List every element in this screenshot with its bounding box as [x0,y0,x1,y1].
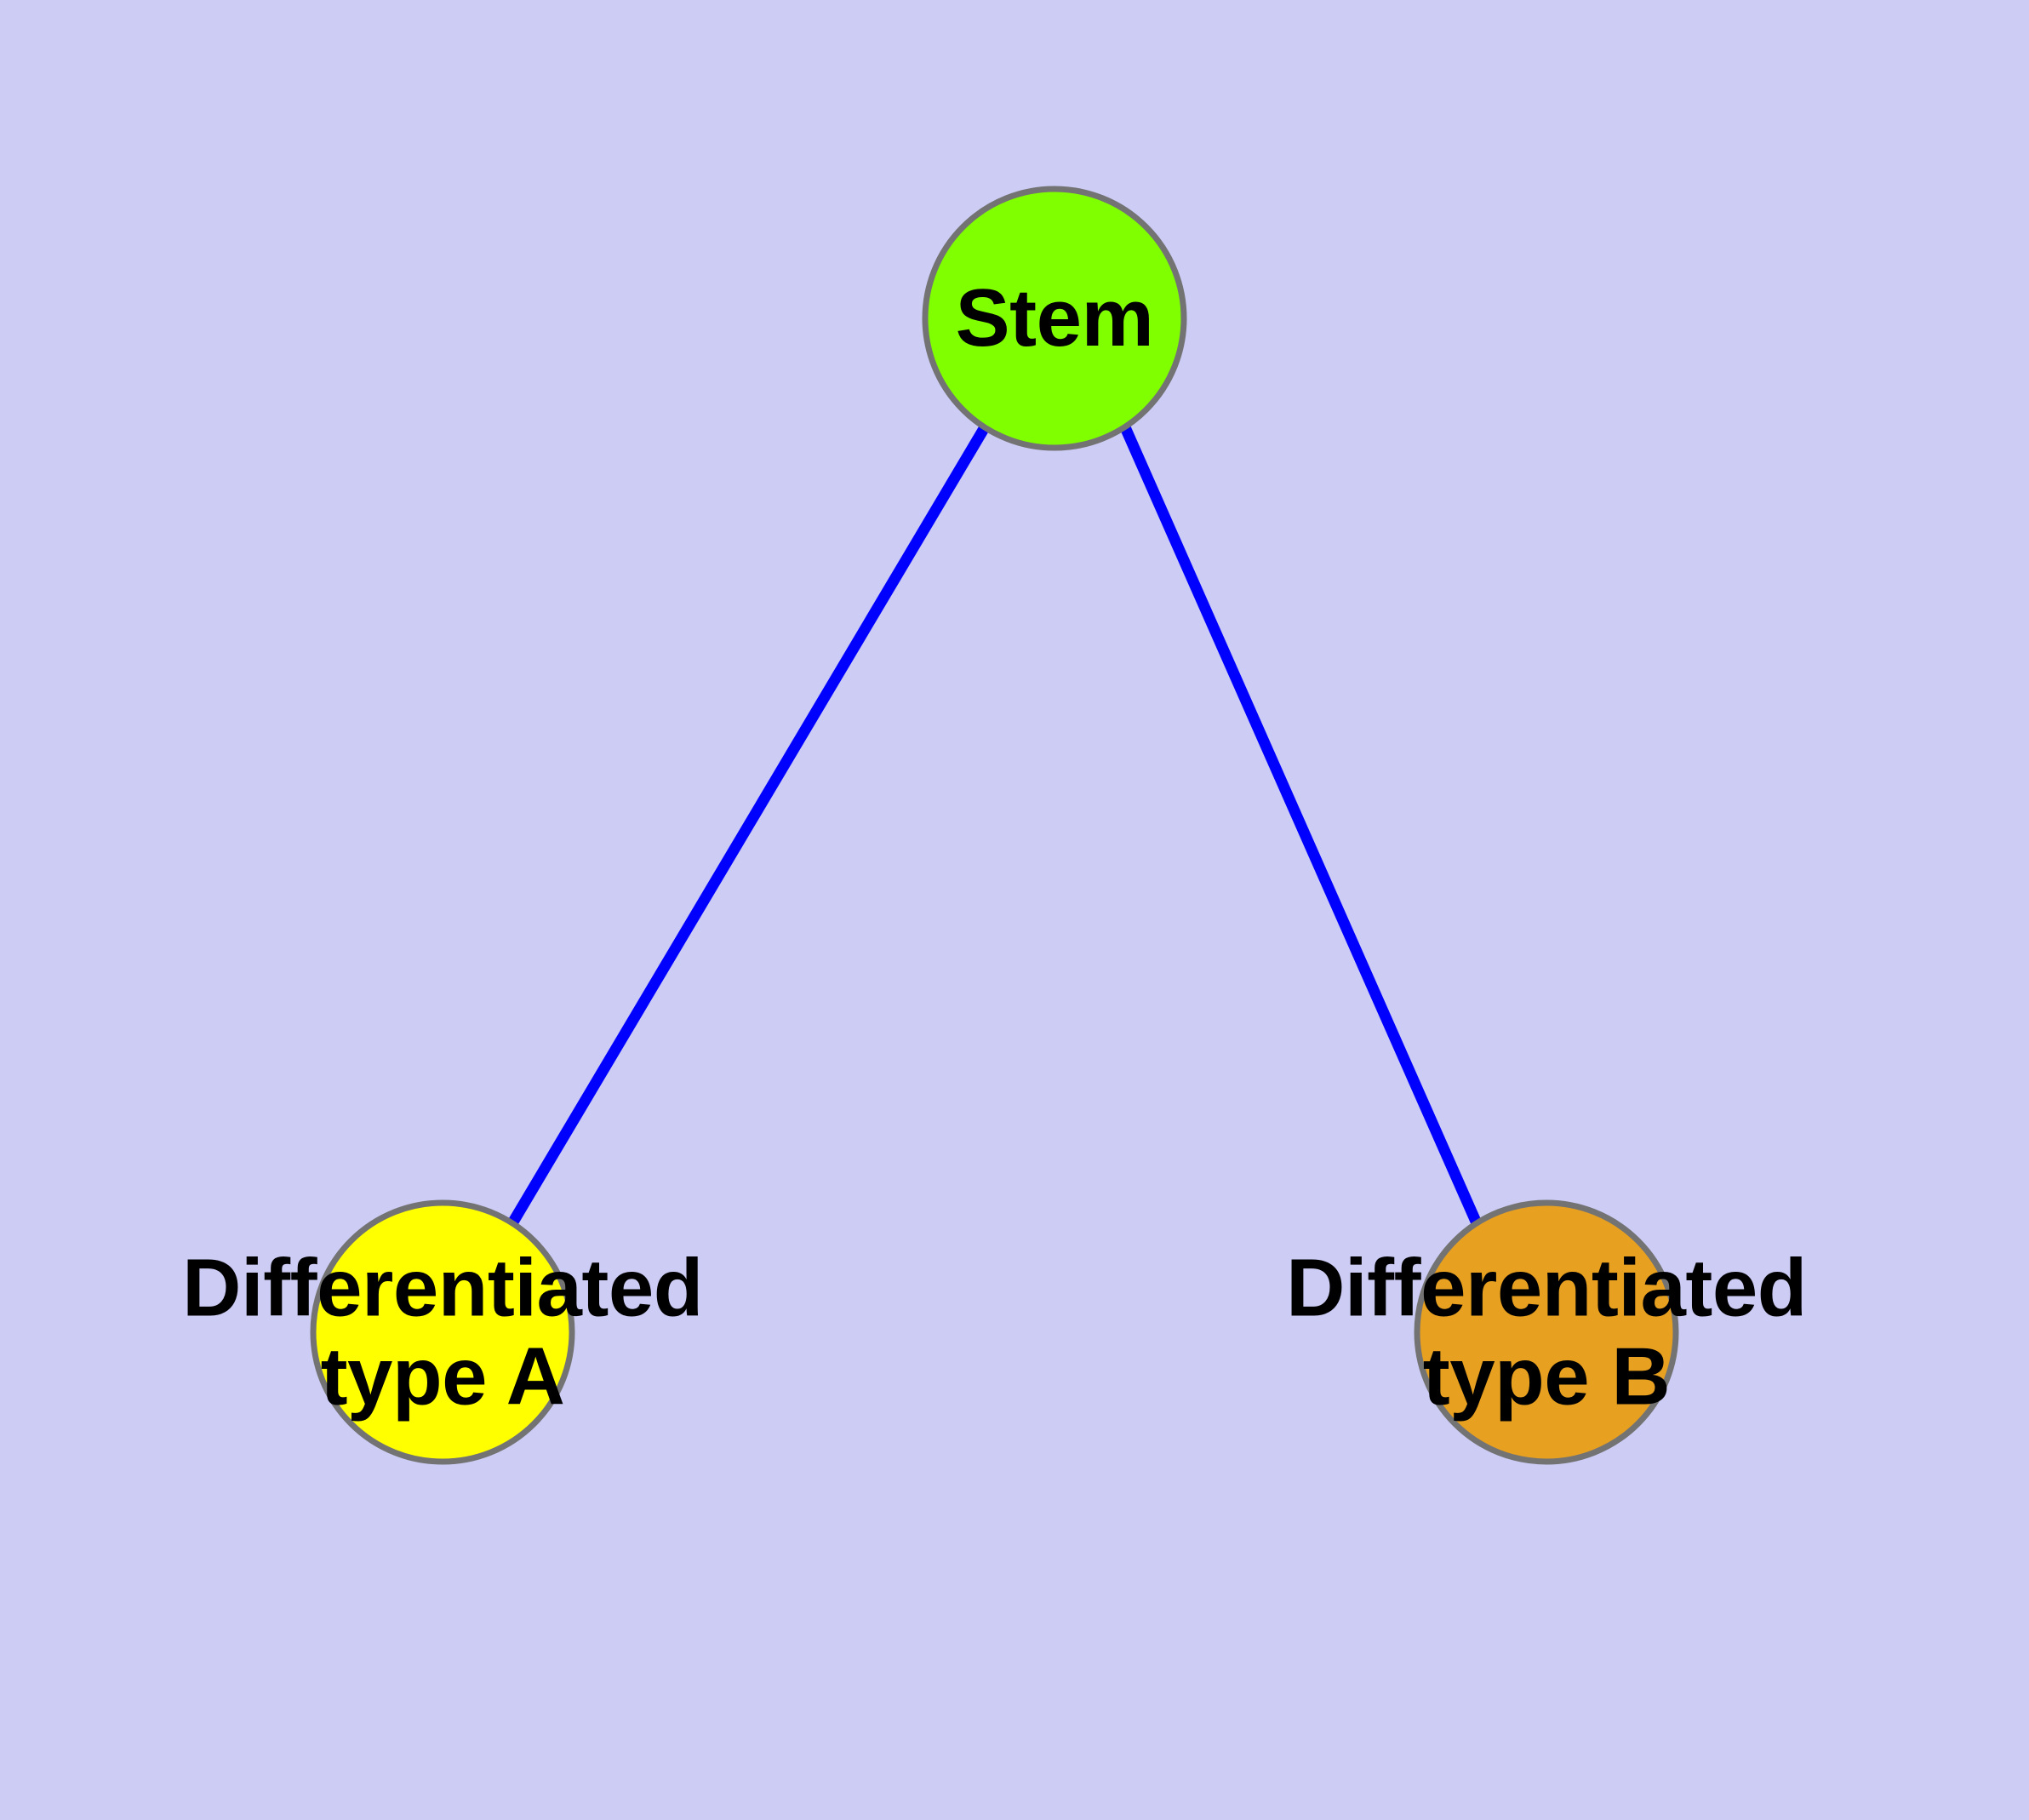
graph-node-diff_b[interactable] [1414,1199,1679,1465]
node-layer [310,186,1679,1465]
edge-layer [507,424,1482,1227]
graph-edge [1120,425,1482,1226]
graph-node-stem[interactable] [922,186,1187,451]
graph-edge [507,424,990,1227]
graph-node-diff_a[interactable] [310,1199,575,1465]
